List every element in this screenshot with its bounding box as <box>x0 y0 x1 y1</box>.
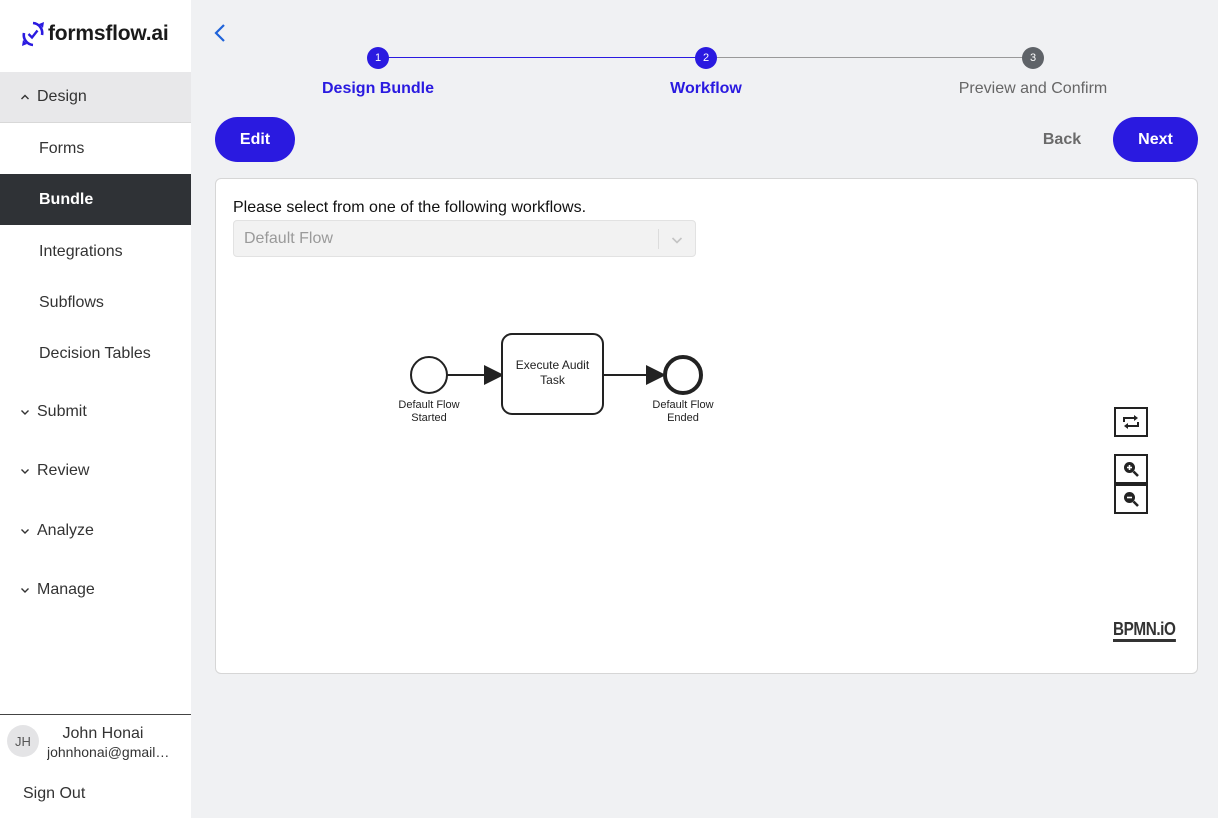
edit-button[interactable]: Edit <box>215 117 295 162</box>
step-label-design-bundle[interactable]: Design Bundle <box>321 80 435 97</box>
chevron-down-icon <box>18 467 32 475</box>
nav-section-label: Manage <box>37 581 95 598</box>
sidebar-item-label: Decision Tables <box>39 344 151 362</box>
nav-section-label: Submit <box>37 403 87 420</box>
chevron-down-icon <box>669 232 685 248</box>
sign-out-link[interactable]: Sign Out <box>23 785 86 802</box>
step-connector-todo <box>706 57 1033 58</box>
nav-section-label: Design <box>37 88 87 105</box>
zoom-in-icon <box>1124 462 1139 477</box>
sidebar-item-integrations[interactable]: Integrations <box>0 226 191 277</box>
zoom-out-button[interactable] <box>1114 484 1148 514</box>
sidebar-item-label: Bundle <box>39 190 94 208</box>
nav-section-label: Analyze <box>37 522 94 539</box>
nav-section-submit[interactable]: Submit <box>0 387 191 437</box>
sidebar-item-forms[interactable]: Forms <box>0 123 191 174</box>
logo-text: formsflow.ai <box>48 22 169 45</box>
formsflow-logo-icon <box>22 21 44 47</box>
sidebar-item-subflows[interactable]: Subflows <box>0 277 191 328</box>
bpmn-io-logo[interactable]: BPMN.iO <box>1113 619 1176 642</box>
step-connector-done <box>378 57 706 58</box>
back-button[interactable]: Back <box>1032 117 1092 162</box>
sidebar-item-bundle[interactable]: Bundle <box>0 174 191 225</box>
nav-section-manage[interactable]: Manage <box>0 565 191 615</box>
workflow-prompt: Please select from one of the following … <box>233 199 587 216</box>
step-number-2[interactable]: 2 <box>695 47 717 69</box>
next-button[interactable]: Next <box>1113 117 1198 162</box>
chevron-down-icon <box>18 527 32 535</box>
nav-section-review[interactable]: Review <box>0 446 191 496</box>
start-event[interactable] <box>410 356 448 394</box>
step-label-workflow[interactable]: Workflow <box>670 80 742 97</box>
reset-view-icon <box>1123 415 1139 429</box>
avatar[interactable]: JH <box>7 725 39 757</box>
stepper: 1 2 3 Design Bundle Workflow Preview and… <box>215 46 1198 106</box>
end-event[interactable] <box>663 355 703 395</box>
user-panel: JH John Honai johnhonai@gmail.com Sign O… <box>0 714 191 818</box>
user-email: johnhonai@gmail.com <box>47 744 172 760</box>
sidebar-item-label: Subflows <box>39 293 104 311</box>
chevron-down-icon <box>18 586 32 594</box>
app-logo[interactable]: formsflow.ai <box>22 21 169 47</box>
workflow-panel: Please select from one of the following … <box>215 178 1198 674</box>
step-number-1[interactable]: 1 <box>367 47 389 69</box>
step-label-preview-confirm[interactable]: Preview and Confirm <box>958 80 1108 97</box>
zoom-in-button[interactable] <box>1114 454 1148 484</box>
step-number-3[interactable]: 3 <box>1022 47 1044 69</box>
sidebar-item-decision-tables[interactable]: Decision Tables <box>0 328 191 379</box>
select-separator <box>658 229 659 249</box>
sidebar: formsflow.ai Design Forms Bundle Integra… <box>0 0 191 818</box>
nav-section-analyze[interactable]: Analyze <box>0 506 191 556</box>
reset-view-button[interactable] <box>1114 407 1148 437</box>
workflow-select-value: Default Flow <box>244 230 333 247</box>
sidebar-item-label: Integrations <box>39 242 123 260</box>
zoom-out-icon <box>1124 492 1139 507</box>
sidebar-item-label: Forms <box>39 139 85 157</box>
bpmn-diagram <box>410 333 703 415</box>
user-name: John Honai <box>62 725 144 742</box>
chevron-down-icon <box>18 408 32 416</box>
back-arrow-icon[interactable] <box>210 22 232 44</box>
nav-section-label: Review <box>37 462 90 479</box>
workflow-select[interactable]: Default Flow <box>233 220 696 257</box>
chevron-up-icon <box>18 93 32 101</box>
nav-section-design[interactable]: Design <box>0 72 191 123</box>
